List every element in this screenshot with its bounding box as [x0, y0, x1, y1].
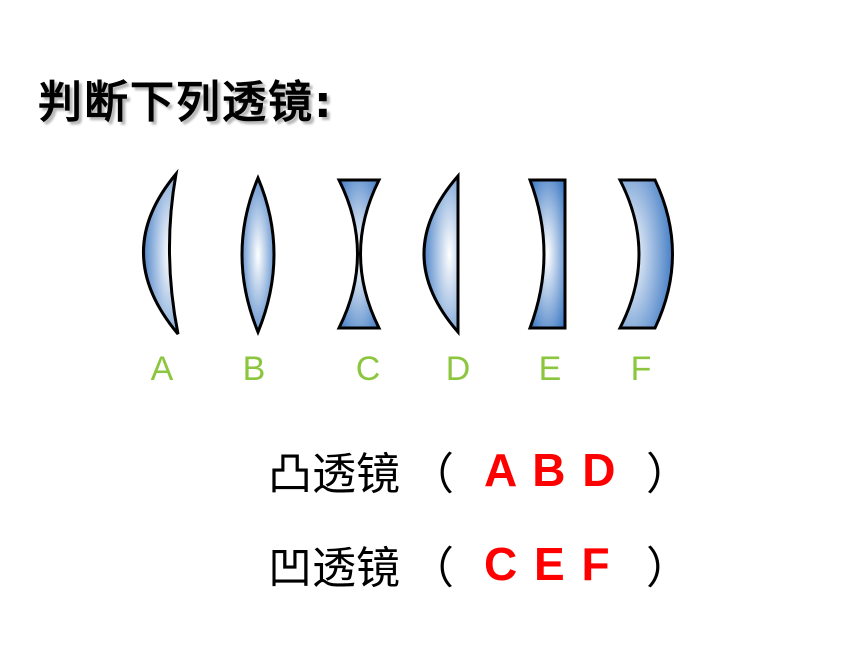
concave-paren-open: （ [410, 543, 454, 594]
lens-label-a: A [151, 350, 174, 388]
page-title: 判断下列透镜: [38, 77, 334, 128]
lens-label-c: C [356, 350, 381, 388]
convex-paren-close: ） [646, 449, 690, 500]
lens-diagram: A B C D E F [142, 168, 674, 388]
lens-d-shape [422, 171, 460, 337]
lens-label-e: E [539, 350, 562, 388]
lens-b-shape [240, 174, 276, 336]
lens-label-d: D [446, 350, 471, 388]
concave-lens-name: 凹透镜 [268, 543, 400, 594]
lens-c-shape [336, 178, 382, 330]
convex-paren-open: （ [410, 449, 454, 500]
concave-answer-line: 凹透镜 （ C E F ） [268, 532, 690, 596]
lens-a-shape [142, 168, 180, 335]
lens-e-shape [527, 178, 567, 330]
concave-paren-close: ） [646, 543, 690, 594]
convex-answer-line: 凸透镜 （ A B D ） [268, 438, 690, 502]
lens-label-b: B [243, 350, 266, 388]
concave-answer: C E F [484, 538, 612, 590]
convex-lens-name: 凸透镜 [268, 449, 400, 500]
lens-f-shape [617, 178, 674, 330]
lens-label-f: F [631, 350, 652, 388]
convex-answer: A B D [484, 444, 618, 496]
